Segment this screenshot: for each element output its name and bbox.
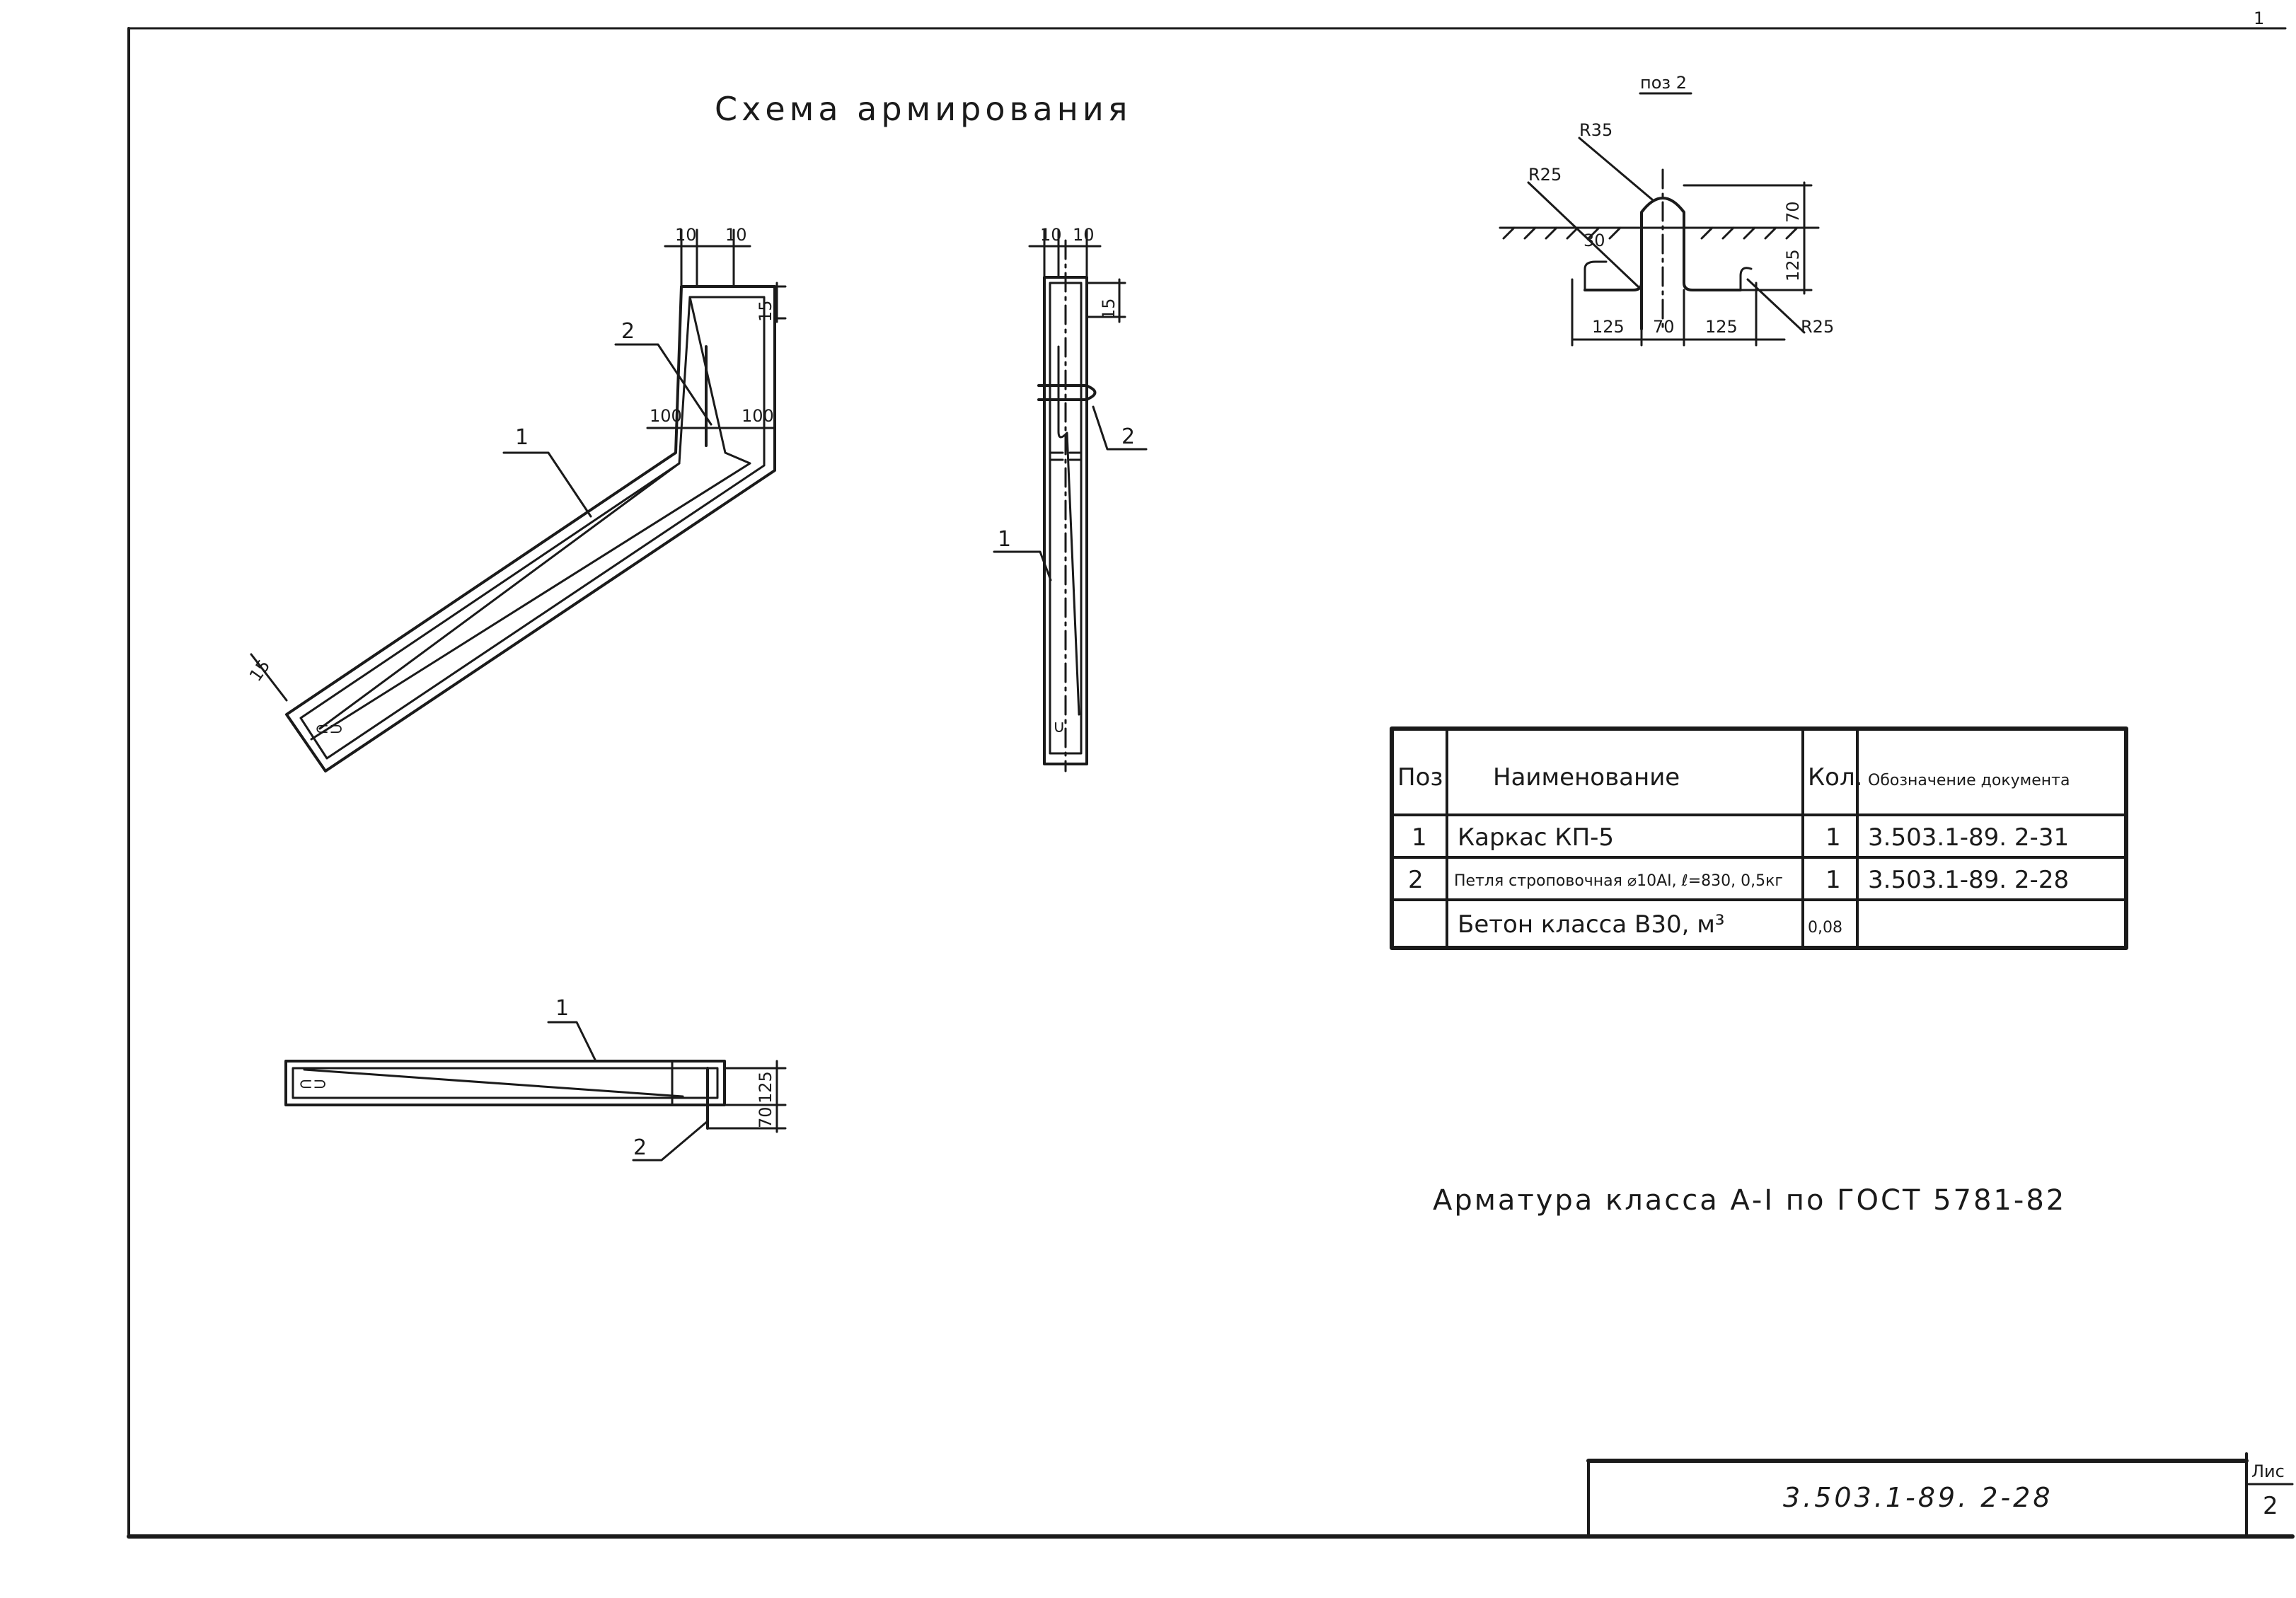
- spec-header-doc: Обозначение документа: [1868, 772, 2070, 789]
- angled-loop-end-glyph: ⊂⊃: [315, 719, 343, 739]
- side-leader-2: [1092, 405, 1148, 451]
- spec-row3-qty: 0,08: [1808, 919, 1842, 937]
- angled-view: ⊂⊃ 10 10 15 100 100 15 1 2: [246, 225, 787, 772]
- plan-label-pos1: 1: [555, 996, 569, 1021]
- drawing-title: Схема армирования: [715, 90, 1131, 128]
- spec-row2-name: Петля строповочная ⌀10АI, ℓ=830, 0,5кг: [1454, 872, 1783, 890]
- angled-leader-1: [502, 451, 592, 518]
- spec-header-pos: Поз.: [1397, 763, 1450, 792]
- spec-header-qty: Кол.: [1808, 763, 1862, 792]
- spec-table-border: [1390, 726, 2128, 950]
- sheet-label: Лис: [2251, 1461, 2285, 1481]
- spec-row1-qty: 1: [1825, 823, 1841, 852]
- detail-base-right: 125: [1705, 317, 1738, 337]
- detail-base-left: 125: [1592, 317, 1625, 337]
- reinforcement-note: Арматура класса А-I по ГОСТ 5781-82: [1433, 1184, 2066, 1217]
- spec-header-name: Наименование: [1493, 763, 1680, 792]
- detail-pos2: поз 2 R35 R25 R25 30 70 12: [1499, 73, 1834, 347]
- detail-height-top: 70: [1783, 201, 1803, 223]
- detail-title: поз 2: [1640, 73, 1687, 93]
- spec-row3-name: Бетон класса В30, м³: [1458, 910, 1725, 939]
- detail-r35: R35: [1579, 120, 1613, 140]
- angled-frame-long-diagonal: [318, 462, 681, 730]
- detail-r25-left: R25: [1528, 165, 1562, 185]
- spec-row1-doc: 3.503.1-89. 2-31: [1868, 823, 2069, 852]
- side-dim-top-left: 10: [1040, 225, 1062, 245]
- document-code: 3.503.1-89. 2-28: [1783, 1482, 2053, 1513]
- drawing-frame: 1: [127, 8, 2295, 1539]
- side-loop: [1037, 384, 1097, 401]
- angled-dim-bottom-label: 15: [246, 656, 274, 685]
- sheet-number: 2: [2263, 1492, 2278, 1520]
- angled-dim-top-right: 10: [725, 225, 747, 245]
- plan-label-pos2: 2: [633, 1135, 647, 1160]
- detail-base-mid: 70: [1653, 317, 1675, 337]
- side-leader-1: [993, 550, 1052, 581]
- angled-dim-bottom: [250, 653, 288, 702]
- angled-label-pos2: 2: [621, 319, 635, 344]
- spec-row2-pos: 2: [1408, 866, 1424, 894]
- angled-leader-2: [614, 343, 713, 426]
- angled-label-pos1: 1: [515, 425, 529, 450]
- plan-dim-height-outer: 125: [756, 1071, 775, 1104]
- plan-view: ⊂⊃ 125 70 1 2: [284, 996, 787, 1162]
- spec-row1-name: Каркас КП-5: [1458, 823, 1614, 852]
- spec-row2-qty: 1: [1825, 866, 1841, 894]
- detail-angle: 30: [1583, 231, 1605, 250]
- spec-table: Поз. Наименование Кол. Обозначение докум…: [1390, 726, 2128, 950]
- side-label-pos2: 2: [1121, 424, 1135, 449]
- detail-leader-r35: [1578, 137, 1654, 201]
- angled-dim-bend-left: 100: [650, 406, 682, 426]
- plan-leader-1: [547, 1021, 597, 1063]
- side-label-pos1: 1: [998, 527, 1011, 552]
- angled-inner-outline: [299, 296, 766, 760]
- detail-leader-r25-left: [1527, 181, 1639, 288]
- angled-dim-bend-right: 100: [742, 406, 774, 426]
- detail-surface-hatching: [1502, 226, 1799, 240]
- detail-r25-right: R25: [1801, 317, 1834, 337]
- plan-frame-diagonal: [303, 1068, 684, 1098]
- side-frame-bar: [1057, 345, 1080, 716]
- plan-outer-outline: [284, 1060, 726, 1106]
- side-dim-top-right: 10: [1073, 225, 1095, 245]
- side-view: ∪ 10 10 15 1 2: [993, 225, 1148, 772]
- detail-right-hook: [1739, 267, 1753, 291]
- spec-row1-pos: 1: [1412, 823, 1427, 852]
- top-mark: 1: [2254, 8, 2264, 28]
- detail-left-hook: [1583, 260, 1608, 291]
- plan-inner-outline: [292, 1067, 719, 1099]
- plan-leader-2: [632, 1120, 709, 1162]
- angled-dim-height-label: 15: [756, 300, 775, 322]
- side-loop-end-glyph: ∪: [1053, 717, 1066, 736]
- detail-height-bottom: 125: [1783, 249, 1803, 282]
- title-block: 3.503.1-89. 2-28 Лис 2: [1586, 1452, 2294, 1538]
- plan-loop-end-glyph: ⊂⊃: [299, 1074, 327, 1094]
- angled-dim-top-left: 10: [675, 225, 697, 245]
- detail-loop-shape: [1583, 197, 1742, 330]
- plan-dim-height-inner: 70: [756, 1106, 775, 1128]
- spec-row2-doc: 3.503.1-89. 2-28: [1868, 866, 2069, 894]
- side-dim-height-label: 15: [1099, 298, 1119, 320]
